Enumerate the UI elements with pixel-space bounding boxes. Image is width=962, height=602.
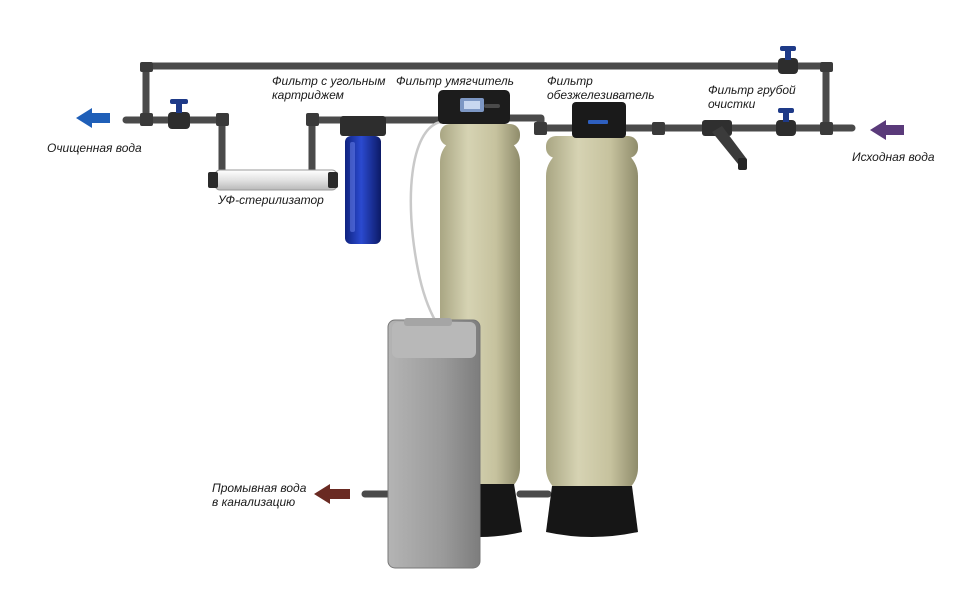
label-source-water: Исходная вода	[852, 150, 935, 164]
label-iron-filter-line2: обезжелезиватель	[547, 88, 655, 102]
label-carbon-filter: Фильтр с угольным картриджем	[272, 74, 385, 102]
bypass-pipe	[142, 62, 830, 132]
label-treated-water: Очищенная вода	[47, 141, 142, 155]
valve-outlet[interactable]	[168, 99, 190, 129]
label-uv-sterilizer: УФ-стерилизатор	[218, 193, 324, 207]
softener-control-valve[interactable]	[438, 90, 510, 124]
arrow-source-water	[870, 120, 904, 140]
label-softener-filter: Фильтр умягчитель	[396, 74, 514, 88]
label-coarse-filter-line2: очистки	[708, 97, 756, 111]
label-carbon-filter-line1: Фильтр с угольным	[272, 74, 386, 88]
pipe-fittings	[140, 62, 833, 135]
arrow-drain	[314, 484, 350, 504]
arrow-treated-water	[76, 108, 110, 128]
label-drain-line1: Промывная вода	[212, 481, 307, 495]
label-iron-filter: Фильтр обезжелезиватель	[547, 74, 655, 102]
label-drain: Промывная вода в канализацию	[212, 481, 306, 509]
label-drain-line2: в канализацию	[212, 495, 296, 509]
carbon-filter	[340, 116, 386, 244]
valve-inlet[interactable]	[776, 108, 796, 136]
brine-tank	[387, 318, 481, 569]
label-carbon-filter-line2: картриджем	[272, 88, 344, 102]
label-coarse-filter: Фильтр грубой очистки	[708, 83, 796, 111]
label-iron-filter-line1: Фильтр	[547, 74, 593, 88]
brine-line	[409, 120, 441, 323]
uv-sterilizer	[208, 169, 338, 191]
iron-filter-tank	[546, 136, 638, 537]
valve-bypass[interactable]	[778, 46, 798, 74]
iron-filter-control-valve[interactable]	[572, 102, 626, 138]
coarse-filter	[702, 120, 747, 170]
label-coarse-filter-line1: Фильтр грубой	[708, 83, 796, 97]
